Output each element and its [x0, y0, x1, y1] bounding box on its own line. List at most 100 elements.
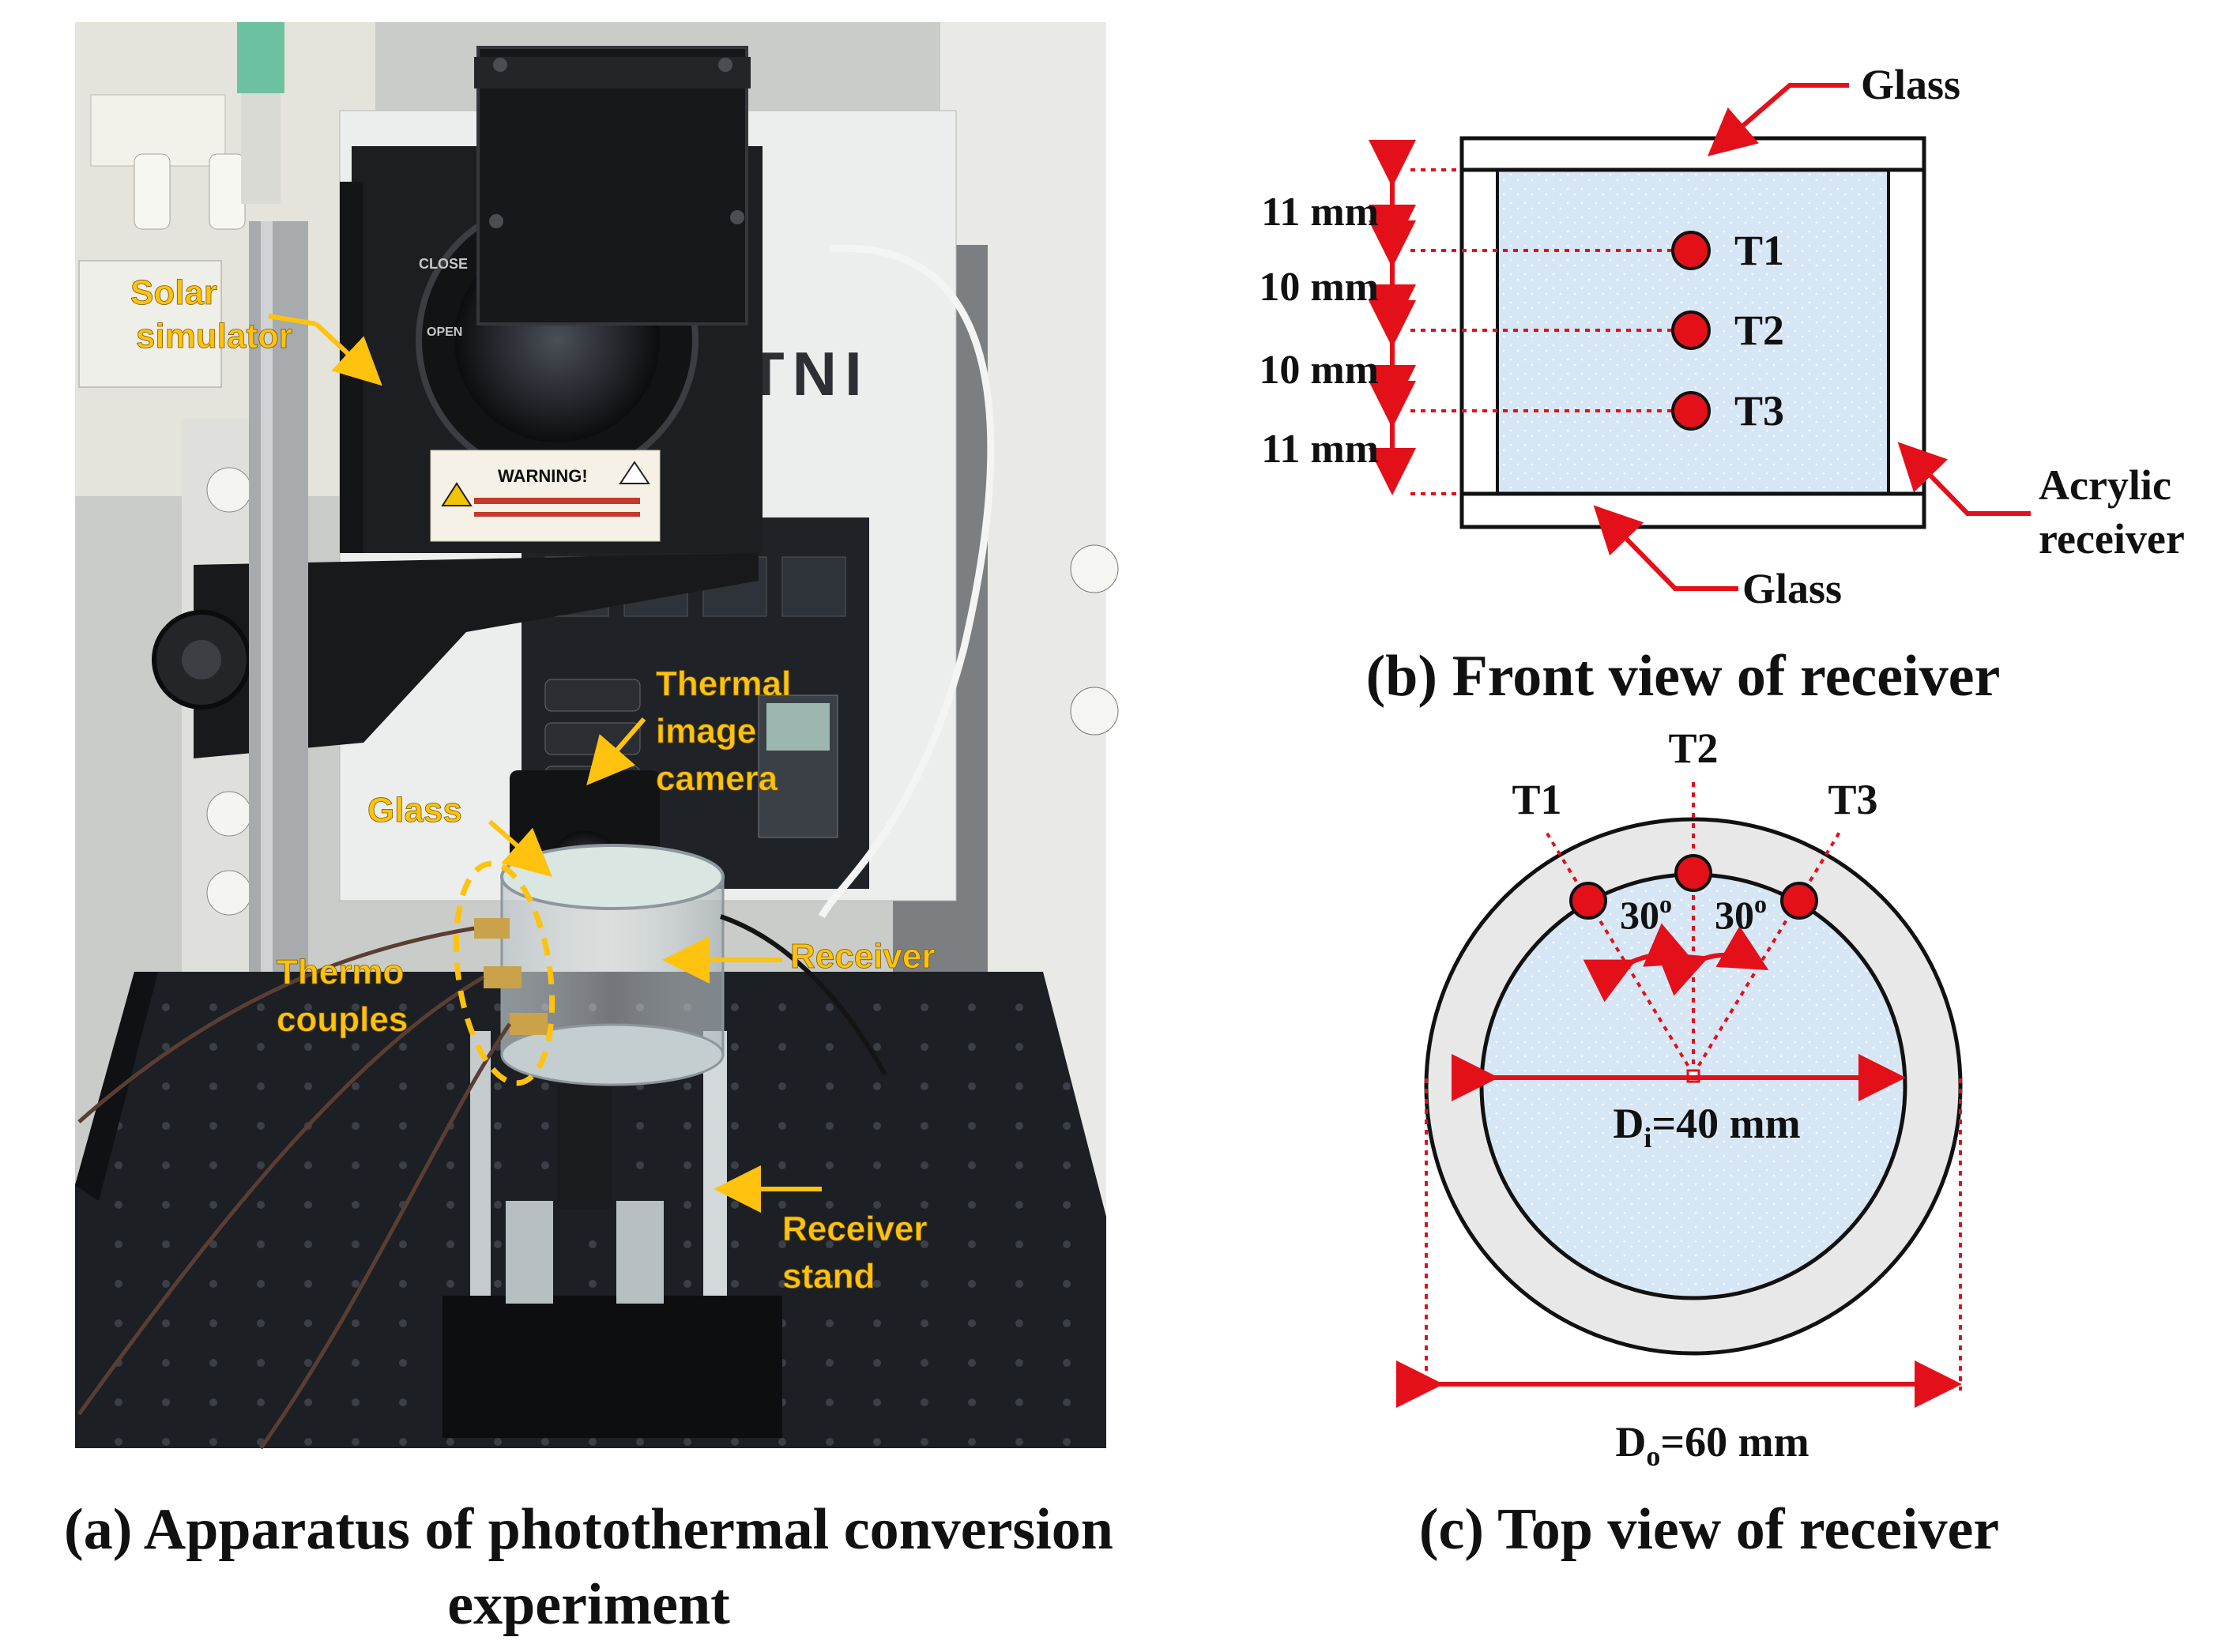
thermocouple-fitting: [484, 966, 522, 988]
thermal-camera-label: Thermal: [656, 664, 791, 703]
thermal-camera-label: camera: [656, 759, 778, 798]
sensor-t3: [1671, 391, 1711, 431]
glass-top-label: Glass: [1861, 61, 1960, 108]
warning-triangle: [441, 482, 473, 506]
solar-simulator-pointer: [268, 314, 317, 326]
solar-simulator-label: Solar: [130, 273, 217, 312]
thermocouples-highlight: [453, 860, 555, 1086]
thermal-camera-label: image: [656, 712, 756, 751]
warning-label: [430, 450, 661, 542]
caption-b: (b) Front view of receiver: [1366, 644, 2001, 709]
front-view-diagram: 11 mm 10 mm 10 mm 11 mm T1 T2 T3 Glass G…: [1259, 61, 2184, 612]
housing-screw: [730, 210, 744, 224]
socket: [134, 153, 171, 230]
inner-diameter-label: Di=40 mm: [1613, 1100, 1800, 1153]
sensor-label-t3: T3: [1828, 776, 1877, 823]
thermocouples-label: couples: [277, 1000, 408, 1039]
dim-label: 11 mm: [1261, 427, 1379, 472]
radial-line: [1543, 828, 1695, 1076]
open-label: OPEN: [427, 326, 462, 339]
mounting-bracket: [194, 553, 759, 758]
thermocouples-label: Thermo: [277, 953, 404, 992]
sensor-label-t2: T2: [1734, 307, 1784, 354]
table-edge: [75, 972, 158, 1201]
sensor-t3: [1780, 882, 1818, 920]
glass-top-arrow: [1707, 83, 1849, 156]
thermal-camera-arrow: [586, 717, 646, 786]
glass-label: Glass: [367, 791, 462, 830]
close-label: CLOSE: [419, 256, 468, 272]
radial-line: [1692, 828, 1843, 1076]
apparatus-photo: TNI CLOSE OPEN WARNING!: [75, 22, 1119, 1450]
gauge: [206, 870, 252, 916]
receiver-label: Receiver: [790, 937, 935, 976]
optical-table: [75, 972, 1106, 1448]
glass-bottom-arrow: [1593, 505, 1738, 591]
stand-base: [442, 1296, 782, 1438]
sensor-label-t3: T3: [1734, 387, 1784, 435]
lamp-housing: [476, 46, 748, 326]
angle-arc-right: [1656, 925, 1769, 996]
receiver-bottom: [500, 1023, 725, 1086]
receiver-top-glass: [500, 844, 725, 910]
gauge: [206, 791, 252, 837]
stand-rail: [506, 1201, 553, 1304]
sensor-label-t2: T2: [1668, 724, 1718, 772]
top-view-diagram: T1 T2 T3 30o 30o Di=40 mm Do=60 mm: [1396, 724, 1963, 1472]
thermocouple-fitting: [510, 1013, 548, 1035]
glass-arrow: [488, 819, 552, 877]
solar-simulator-arrow: [314, 322, 382, 386]
caption-c: (c) Top view of receiver: [1419, 1497, 1999, 1562]
receiver-stand-label: stand: [782, 1257, 875, 1296]
thermocouple-fitting: [474, 918, 510, 939]
sensor-t1: [1671, 231, 1711, 270]
acrylic-arrow: [1897, 442, 2031, 516]
socket: [209, 153, 246, 230]
solar-simulator-label: simulator: [136, 317, 292, 356]
gauge: [1070, 687, 1119, 736]
sensor-t2: [1674, 854, 1712, 892]
sensor-t2: [1671, 310, 1711, 350]
thermocouple-wire: [258, 1022, 512, 1450]
gauge: [1070, 544, 1119, 593]
housing-screw: [489, 214, 503, 228]
indicator-button: [544, 679, 641, 712]
signal-tower-base: [241, 93, 281, 204]
lamp-cap: [474, 57, 751, 88]
housing-screw: [493, 58, 507, 72]
brand-label: TNI: [747, 339, 870, 408]
dim-label: 10 mm: [1259, 265, 1379, 310]
temp-display: [781, 556, 846, 617]
outer-diameter-label: Do=60 mm: [1615, 1418, 1809, 1472]
thermocouple-wire: [77, 975, 485, 1416]
bracket-knob-center: [182, 640, 221, 679]
stand-rail: [616, 1201, 664, 1304]
dim-label: 10 mm: [1259, 348, 1379, 393]
signal-tower: [237, 22, 284, 93]
support-post-highlight: [261, 221, 273, 1130]
angle-label-left: 30o: [1620, 890, 1672, 937]
sensor-t1: [1569, 882, 1607, 920]
warning-stripe: [474, 498, 640, 504]
caption-a-line2: experiment: [447, 1572, 730, 1637]
white-cable: [818, 244, 995, 919]
caption-a: (a) Apparatus of photothermal conversion: [64, 1497, 1113, 1562]
angle-label-right: 30o: [1715, 890, 1767, 937]
acrylic-label: receiver: [2039, 515, 2185, 563]
warning-stripe: [474, 512, 640, 517]
sensor-label-t1: T1: [1512, 776, 1561, 823]
sensor-label-t1: T1: [1734, 227, 1784, 274]
power-strip: [78, 260, 222, 388]
acrylic-label: Acrylic: [2039, 461, 2171, 509]
warning-label-text: WARNING!: [498, 466, 588, 486]
glass-bottom-label: Glass: [1742, 565, 1842, 612]
housing-screw: [718, 58, 732, 72]
gauge: [206, 467, 252, 513]
dim-label: 11 mm: [1261, 190, 1379, 235]
receiver-stand-label: Receiver: [782, 1210, 927, 1248]
thermocouple-wire: [77, 926, 475, 1123]
warning-triangle: [619, 461, 650, 484]
stand-column: [557, 1074, 612, 1209]
thermocouple-wire: [720, 914, 887, 1076]
